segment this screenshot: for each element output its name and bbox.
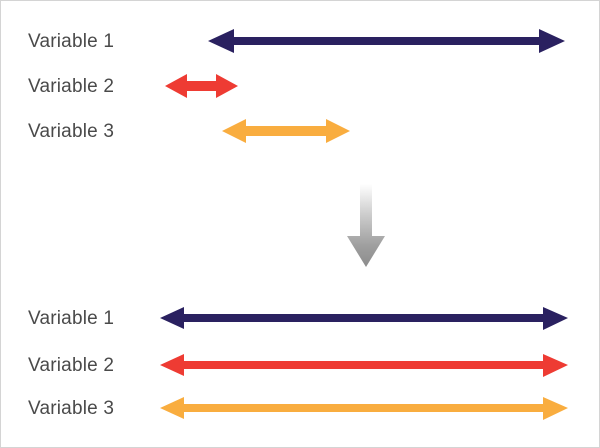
top-arrow-variable-2 [165, 74, 238, 98]
top-arrow-variable-1 [208, 29, 565, 53]
transform-down-arrow-icon [347, 184, 385, 267]
top-label-variable-2: Variable 2 [28, 76, 115, 97]
bottom-label-variable-3: Variable 3 [28, 398, 115, 419]
bottom-arrow-variable-3 [160, 397, 568, 420]
top-arrow-variable-3 [222, 119, 350, 143]
top-label-variable-3: Variable 3 [28, 121, 115, 142]
bottom-label-variable-2: Variable 2 [28, 355, 115, 376]
bottom-arrow-variable-1 [160, 307, 568, 330]
top-label-variable-1: Variable 1 [28, 31, 115, 52]
bottom-label-variable-1: Variable 1 [28, 308, 115, 329]
bottom-arrow-variable-2 [160, 354, 568, 377]
